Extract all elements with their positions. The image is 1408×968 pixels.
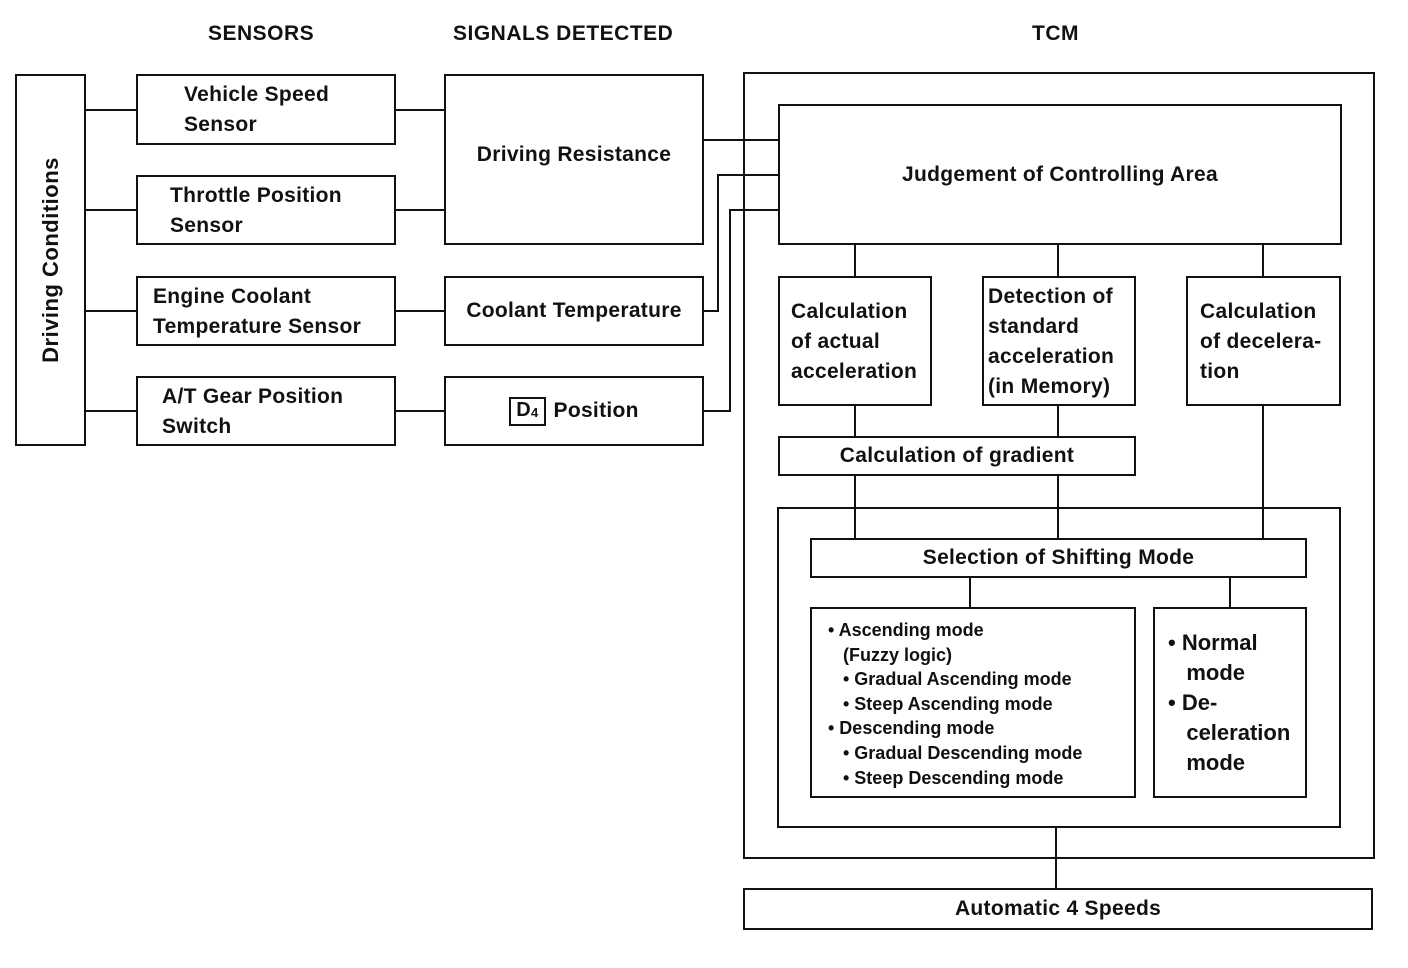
header-tcm: TCM: [1032, 22, 1079, 45]
shifting-mode-frame: [777, 507, 1341, 828]
throttle-position-sensor-label: Throttle Position Sensor: [170, 184, 342, 237]
deceleration-label: Calculation of decelera- tion: [1200, 300, 1322, 383]
vehicle-speed-sensor-box: [136, 74, 396, 145]
d4-position-label: Position: [553, 399, 639, 422]
judgement-box: Judgement of Controlling Area: [778, 104, 1342, 245]
vehicle-speed-sensor-label: Vehicle Speed Sensor: [184, 83, 330, 136]
judgement-label: Judgement of Controlling Area: [902, 162, 1218, 186]
actual-acceleration-box: [778, 276, 932, 406]
d4-position-box: D4 Position: [444, 376, 704, 446]
gradient-box: Calculation of gradient: [778, 436, 1136, 476]
driving-resistance-box: Driving Resistance: [444, 74, 704, 245]
tcm-frame: [743, 72, 1375, 859]
gear-position-switch-box: [136, 376, 396, 446]
driving-resistance-label: Driving Resistance: [476, 142, 672, 166]
gradient-label: Calculation of gradient: [839, 444, 1075, 467]
header-signals-detected: SIGNALS DETECTED: [453, 22, 674, 45]
shifting-mode-box: Selection of Shifting Mode: [810, 538, 1307, 578]
deceleration-box: [1186, 276, 1341, 406]
actual-acceleration-label: Calculation of actual acceleration: [791, 300, 918, 383]
output-label: Automatic 4 Speeds: [954, 897, 1162, 920]
d4-badge: D4: [509, 396, 546, 426]
ascending-descending-modes-box: [810, 607, 1136, 798]
coolant-temperature-label: Coolant Temperature: [466, 299, 682, 322]
shifting-mode-label: Selection of Shifting Mode: [922, 546, 1195, 569]
driving-conditions-box: Driving Conditions: [15, 74, 86, 446]
coolant-temperature-sensor-label: Engine Coolant Temperature Sensor: [153, 285, 362, 338]
driving-conditions-label: Driving Conditions: [37, 157, 63, 363]
header-sensors: SENSORS: [208, 22, 315, 45]
normal-deceleration-modes-box: [1153, 607, 1307, 798]
gear-position-switch-label: A/T Gear Position Switch: [162, 385, 344, 438]
ascending-descending-modes-list: • Ascending mode (Fuzzy logic) • Gradual…: [828, 620, 1083, 788]
standard-acceleration-label: Detection of standard acceleration (in M…: [988, 285, 1115, 398]
throttle-position-sensor-box: [136, 175, 396, 245]
coolant-temperature-box: Coolant Temperature: [444, 276, 704, 346]
coolant-temperature-sensor-box: [136, 276, 396, 346]
standard-acceleration-box: [982, 276, 1136, 406]
output-box: Automatic 4 Speeds: [743, 888, 1373, 930]
normal-deceleration-modes-list: • Normal mode • De- celeration mode: [1168, 630, 1291, 775]
